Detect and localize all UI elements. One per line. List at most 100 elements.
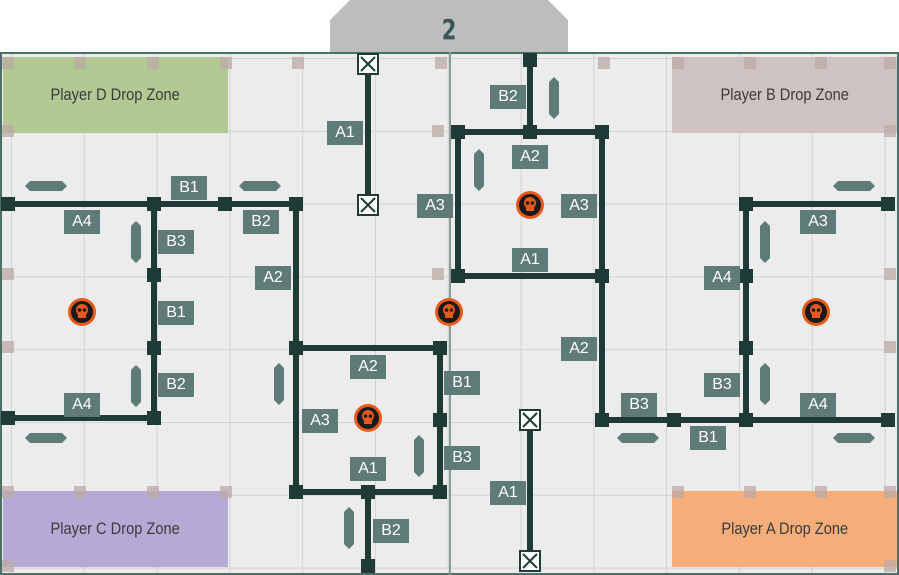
edge-tick bbox=[147, 486, 159, 498]
edge-tick bbox=[672, 57, 684, 69]
edge-tick bbox=[884, 560, 896, 572]
skull-icon bbox=[354, 404, 382, 432]
edge-tick bbox=[884, 125, 896, 137]
wall-label: A4 bbox=[64, 210, 100, 234]
edge-tick bbox=[74, 57, 86, 69]
edge-tick bbox=[744, 57, 756, 69]
wall bbox=[293, 345, 443, 351]
player-d-drop-zone: Player D Drop Zone bbox=[3, 57, 228, 133]
edge-tick bbox=[598, 57, 610, 69]
edge-tick bbox=[884, 341, 896, 353]
edge-tick bbox=[744, 486, 756, 498]
wall-post bbox=[1, 411, 15, 425]
wall bbox=[455, 129, 461, 279]
wall-label: B1 bbox=[171, 176, 207, 200]
edge-tick bbox=[884, 268, 896, 280]
wall-post bbox=[881, 197, 895, 211]
skull-icon bbox=[435, 298, 463, 326]
edge-tick bbox=[147, 57, 159, 69]
wall-post bbox=[147, 268, 161, 282]
wall bbox=[527, 418, 533, 563]
edge-tick bbox=[220, 486, 232, 498]
wall-post bbox=[739, 413, 753, 427]
wall-post bbox=[289, 485, 303, 499]
barricade-icon bbox=[344, 507, 354, 549]
barricade-icon bbox=[474, 149, 484, 191]
edge-tick bbox=[220, 57, 232, 69]
player-b-drop-zone-label: Player B Drop Zone bbox=[720, 85, 849, 104]
wall-label: A2 bbox=[350, 355, 386, 379]
map-number: 2 bbox=[441, 13, 457, 46]
wall-post bbox=[523, 53, 537, 67]
edge-tick bbox=[432, 125, 444, 137]
edge-tick bbox=[2, 341, 14, 353]
cross-icon bbox=[519, 550, 541, 572]
wall-label: A4 bbox=[704, 266, 740, 290]
wall-label: A4 bbox=[800, 393, 836, 417]
wall-label: A3 bbox=[417, 194, 453, 218]
player-b-drop-zone: Player B Drop Zone bbox=[672, 57, 897, 133]
barricade-icon bbox=[239, 181, 281, 191]
wall-post bbox=[147, 411, 161, 425]
player-c-drop-zone-label: Player C Drop Zone bbox=[50, 519, 181, 538]
wall-post bbox=[739, 197, 753, 211]
edge-tick bbox=[2, 268, 14, 280]
edge-tick bbox=[815, 57, 827, 69]
wall-post bbox=[289, 341, 303, 355]
wall-post bbox=[361, 485, 375, 499]
wall-label: B3 bbox=[704, 373, 740, 397]
wall-post bbox=[523, 125, 537, 139]
wall-label: B2 bbox=[490, 85, 526, 109]
wall-post bbox=[147, 197, 161, 211]
wall-label: A3 bbox=[800, 210, 836, 234]
wall bbox=[293, 201, 299, 356]
wall bbox=[4, 415, 157, 421]
barricade-icon bbox=[760, 221, 770, 263]
edge-tick bbox=[815, 486, 827, 498]
edge-tick bbox=[2, 486, 14, 498]
wall-label: B1 bbox=[444, 371, 480, 395]
wall bbox=[293, 345, 299, 495]
wall-post bbox=[451, 269, 465, 283]
barricade-icon bbox=[274, 363, 284, 405]
edge-tick bbox=[435, 57, 447, 69]
wall-label: B1 bbox=[158, 301, 194, 325]
barricade-icon bbox=[25, 433, 67, 443]
barricade-icon bbox=[833, 181, 875, 191]
barricade-icon bbox=[25, 181, 67, 191]
wall-post bbox=[433, 341, 447, 355]
barricade-icon bbox=[131, 221, 141, 263]
wall bbox=[743, 201, 749, 423]
wall-post bbox=[667, 413, 681, 427]
wall-label: B3 bbox=[158, 230, 194, 254]
wall-label: A2 bbox=[561, 337, 597, 361]
skull-icon bbox=[802, 298, 830, 326]
wall bbox=[365, 62, 371, 207]
skull-icon bbox=[516, 191, 544, 219]
edge-tick bbox=[672, 486, 684, 498]
wall-label: A1 bbox=[327, 121, 363, 145]
edge-tick bbox=[2, 560, 14, 572]
wall-label: A3 bbox=[561, 194, 597, 218]
wall-label: B2 bbox=[158, 373, 194, 397]
wall bbox=[743, 201, 895, 207]
wall-label: B3 bbox=[621, 393, 657, 417]
barricade-icon bbox=[549, 77, 559, 119]
wall bbox=[455, 273, 605, 279]
wall-label: A2 bbox=[512, 145, 548, 169]
wall-label: B1 bbox=[690, 426, 726, 450]
wall-post bbox=[451, 125, 465, 139]
barricade-icon bbox=[833, 433, 875, 443]
wall-post bbox=[739, 269, 753, 283]
edge-tick bbox=[432, 268, 444, 280]
wall-label: A4 bbox=[64, 393, 100, 417]
player-c-drop-zone: Player C Drop Zone bbox=[3, 491, 228, 567]
cross-icon bbox=[357, 194, 379, 216]
wall-label: A3 bbox=[302, 409, 338, 433]
wall-label: A1 bbox=[512, 248, 548, 272]
barricade-icon bbox=[131, 365, 141, 407]
barricade-icon bbox=[414, 435, 424, 477]
wall-label: B2 bbox=[243, 210, 279, 234]
wall-post bbox=[218, 197, 232, 211]
wall bbox=[365, 489, 371, 569]
